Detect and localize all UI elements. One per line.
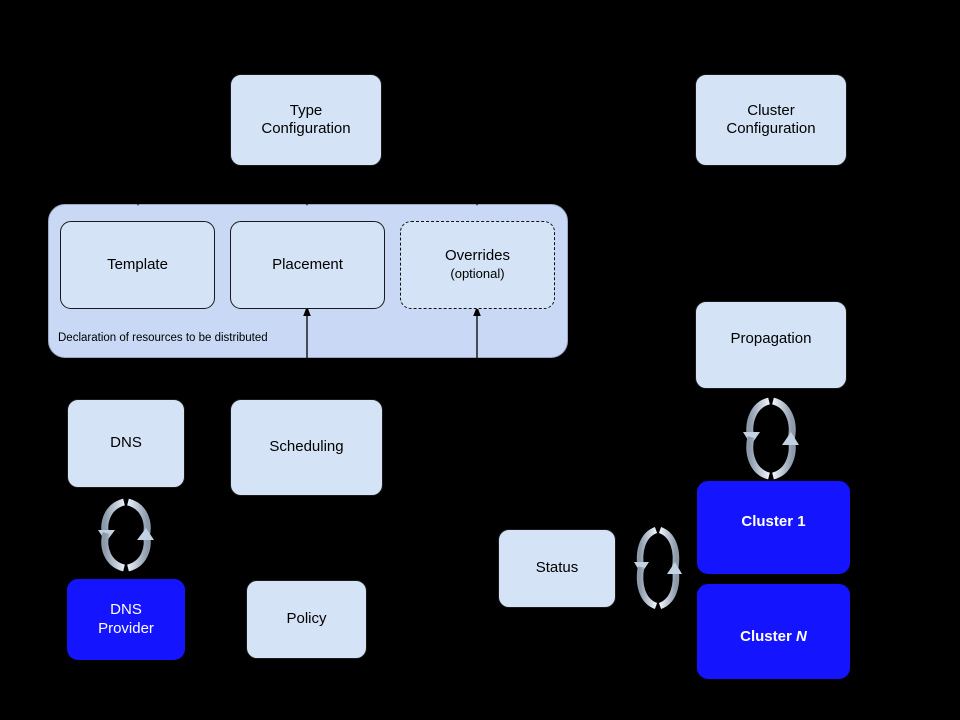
node-template[interactable]: Template [60, 221, 215, 309]
connector-type-config-to-template [127, 166, 149, 208]
node-policy[interactable]: Policy [246, 580, 367, 659]
node-cluster-1[interactable]: Cluster 1 [697, 481, 850, 574]
sync-cycle-icon-propagation [735, 396, 807, 482]
node-dns-label: DNS [110, 434, 142, 452]
node-overrides[interactable]: Overrides (optional) [400, 221, 555, 309]
node-dns-provider-label: DNS Provider [98, 601, 154, 637]
node-propagation[interactable]: Propagation [695, 301, 847, 389]
node-status-label: Status [535, 559, 579, 577]
node-status[interactable]: Status [498, 529, 616, 608]
node-overrides-label: Overrides (optional) [444, 246, 511, 281]
node-propagation-label: Propagation [730, 329, 812, 347]
node-policy-label: Policy [286, 610, 327, 628]
connector-type-config-to-overrides [466, 166, 488, 208]
connector-policy-to-overrides [467, 304, 487, 360]
connector-type-config-to-placement [296, 166, 318, 208]
node-cluster-n-label: Cluster N [740, 628, 807, 646]
node-template-label: Template [107, 255, 168, 273]
sync-cycle-icon-status [626, 524, 690, 614]
node-scheduling[interactable]: Scheduling [230, 399, 383, 496]
node-dns[interactable]: DNS [67, 399, 185, 488]
connector-scheduling-to-placement [297, 304, 317, 360]
node-dns-provider[interactable]: DNS Provider [67, 579, 185, 660]
node-cluster-configuration-label: Cluster Configuration [726, 101, 816, 137]
node-cluster-n[interactable]: Cluster N [697, 584, 850, 679]
node-cluster-1-label: Cluster 1 [741, 513, 806, 531]
node-cluster-configuration[interactable]: Cluster Configuration [695, 74, 847, 166]
node-scheduling-label: Scheduling [269, 438, 344, 456]
node-type-configuration[interactable]: Type Configuration [230, 74, 382, 166]
sync-cycle-icon-dns [88, 496, 164, 574]
node-placement[interactable]: Placement [230, 221, 385, 309]
node-placement-label: Placement [272, 255, 343, 273]
node-type-configuration-label: Type Configuration [261, 101, 351, 137]
group-caption: Declaration of resources to be distribut… [58, 332, 268, 344]
